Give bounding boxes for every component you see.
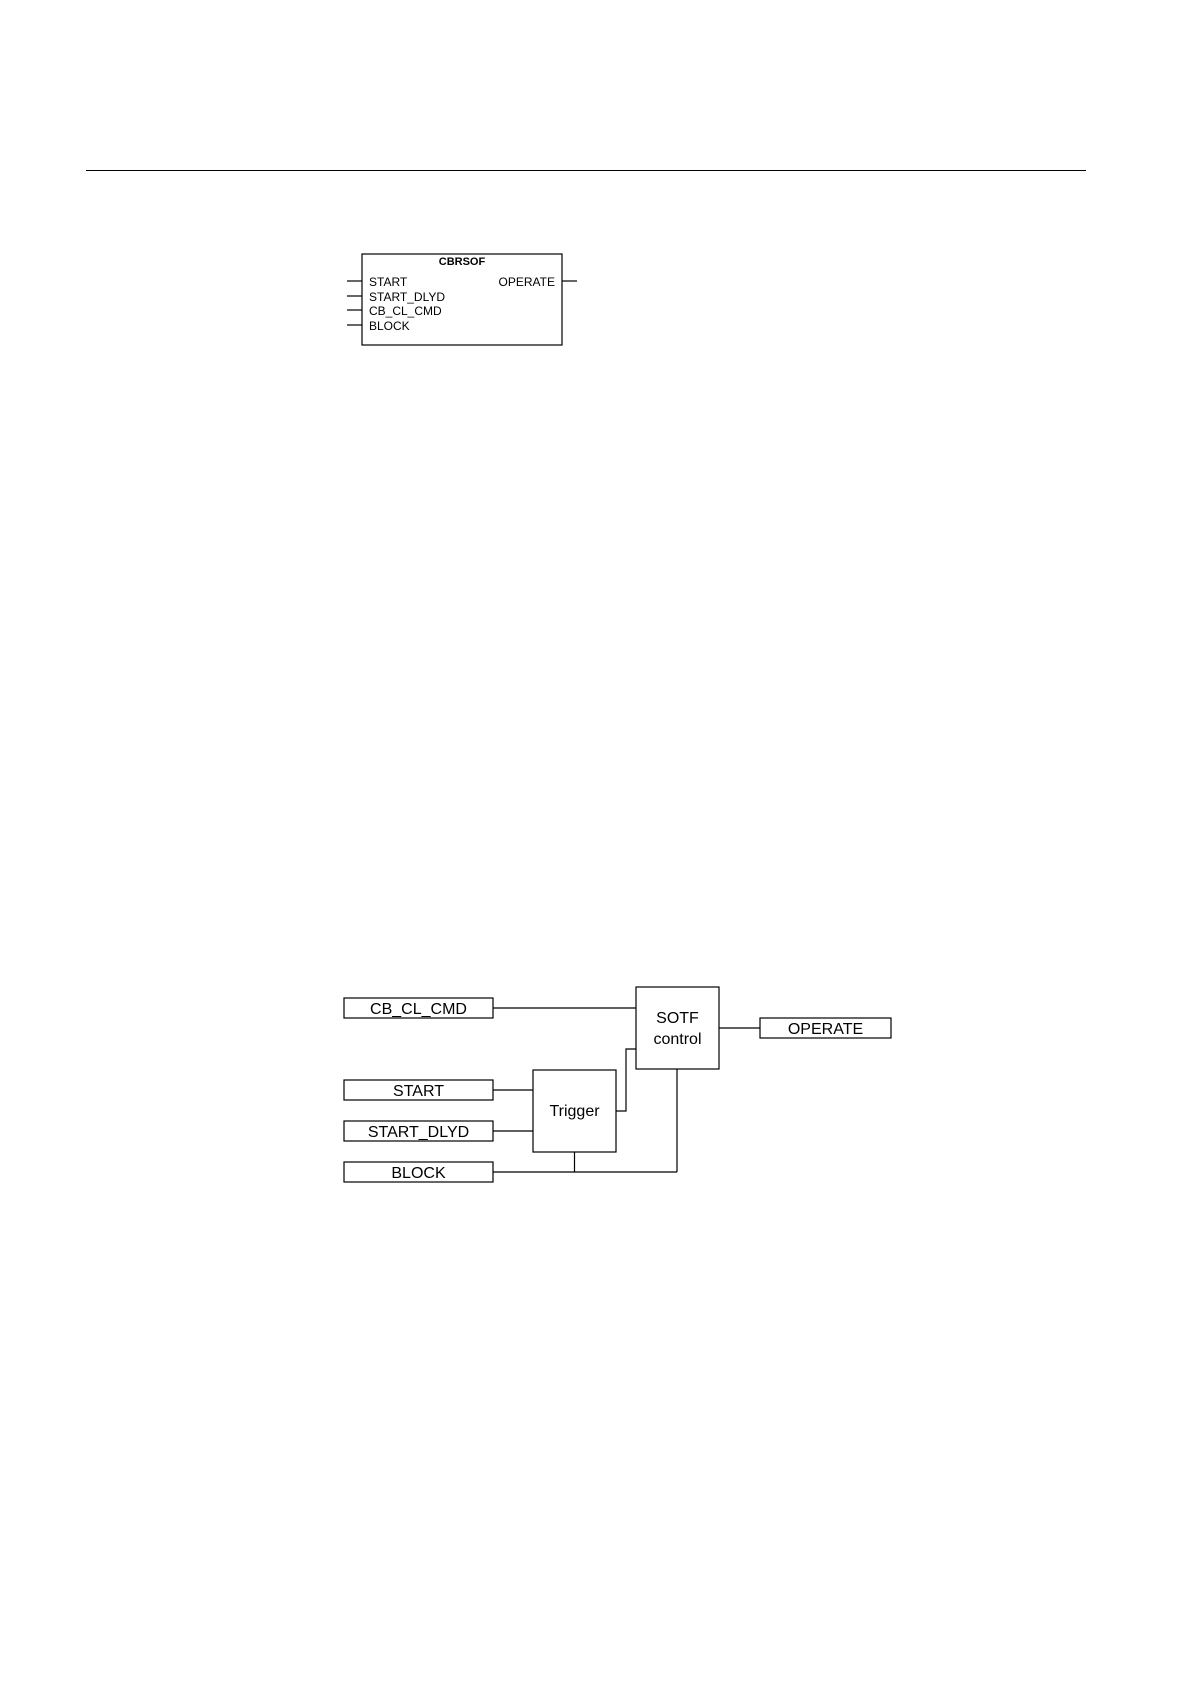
sotf-label-line2: control xyxy=(653,1031,701,1048)
logic-diagram: CB_CL_CMD START START_DLYD BLOCK Trigger… xyxy=(344,987,891,1182)
sotf-label-line1: SOTF xyxy=(656,1010,699,1027)
input-text-start: START xyxy=(393,1083,444,1100)
input-label-cb-cl-cmd: CB_CL_CMD xyxy=(369,304,442,318)
input-label-start: START xyxy=(369,275,408,289)
trigger-label: Trigger xyxy=(549,1103,600,1120)
sotf-control-block xyxy=(636,987,719,1069)
function-block-title: CBRSOF xyxy=(439,256,486,268)
input-text-start-dlyd: START_DLYD xyxy=(368,1124,469,1141)
input-text-block: BLOCK xyxy=(391,1165,446,1182)
input-label-start-dlyd: START_DLYD xyxy=(369,290,445,304)
input-label-block: BLOCK xyxy=(369,319,410,333)
input-text-cb-cl-cmd: CB_CL_CMD xyxy=(370,1001,467,1018)
output-label-operate: OPERATE xyxy=(499,275,555,289)
function-block-symbol: CBRSOF START START_DLYD CB_CL_CMD BLOCK … xyxy=(347,254,577,345)
output-text-operate: OPERATE xyxy=(788,1021,863,1038)
wire-trigger-to-sotf xyxy=(616,1049,636,1111)
